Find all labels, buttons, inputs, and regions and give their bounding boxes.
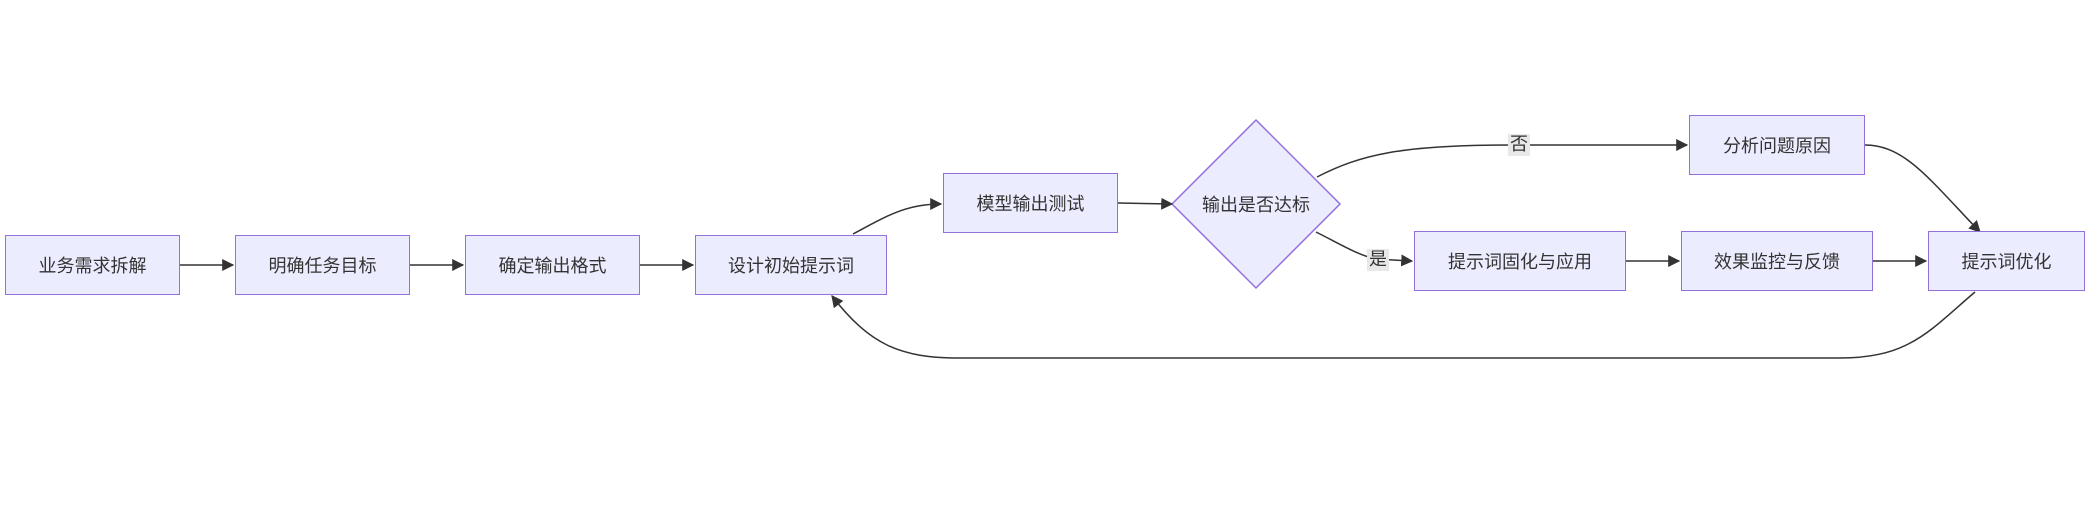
node-analyze-cause: 分析问题原因 [1689,115,1865,175]
edge-optimize-back-to-design [831,291,1976,359]
edge-decision-to-analyze [1316,139,1689,178]
edge-label-no: 否 [1508,134,1530,156]
node-define-goal: 明确任务目标 [235,235,410,295]
node-monitor-feedback: 效果监控与反馈 [1681,231,1873,291]
node-define-format: 确定输出格式 [465,235,640,295]
edge-test-to-decision [1117,197,1174,210]
decision-diamond [1170,118,1342,290]
node-solidify-apply: 提示词固化与应用 [1414,231,1626,291]
edge-decision-to-solidify [1315,231,1414,267]
node-business-breakdown: 业务需求拆解 [5,235,180,295]
node-model-test: 模型输出测试 [943,173,1118,233]
node-design-prompt: 设计初始提示词 [695,235,887,295]
edge-analyze-to-optimize [1864,144,1981,233]
decision-label: 输出是否达标 [1202,195,1310,216]
edge-label-yes: 是 [1367,249,1389,271]
node-optimize-prompt: 提示词优化 [1928,231,2085,291]
edge-design-to-test [852,198,943,235]
